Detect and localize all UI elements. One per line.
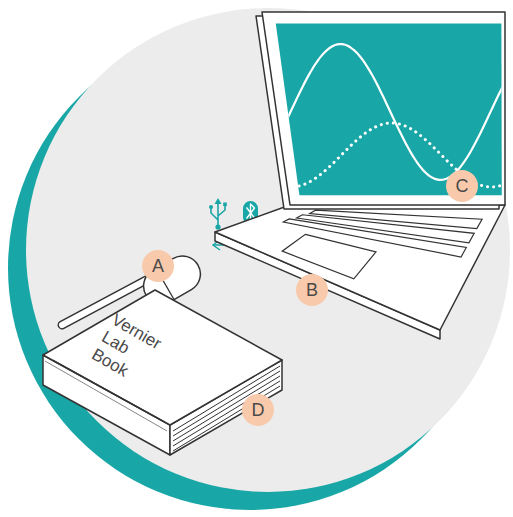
backdrop-circle: [26, 8, 510, 492]
callout-letter: D: [243, 395, 273, 425]
callout-circle: [242, 394, 274, 426]
callout-letter: B: [297, 275, 327, 305]
callout-letter: A: [143, 251, 173, 281]
laptop: [215, 12, 510, 339]
callout-circle: [142, 250, 174, 282]
callout-letter: C: [447, 171, 477, 201]
callout-circle: [296, 274, 328, 306]
lab-book: [43, 290, 282, 455]
callout-circles: [142, 170, 478, 426]
callout-circle: [446, 170, 478, 202]
